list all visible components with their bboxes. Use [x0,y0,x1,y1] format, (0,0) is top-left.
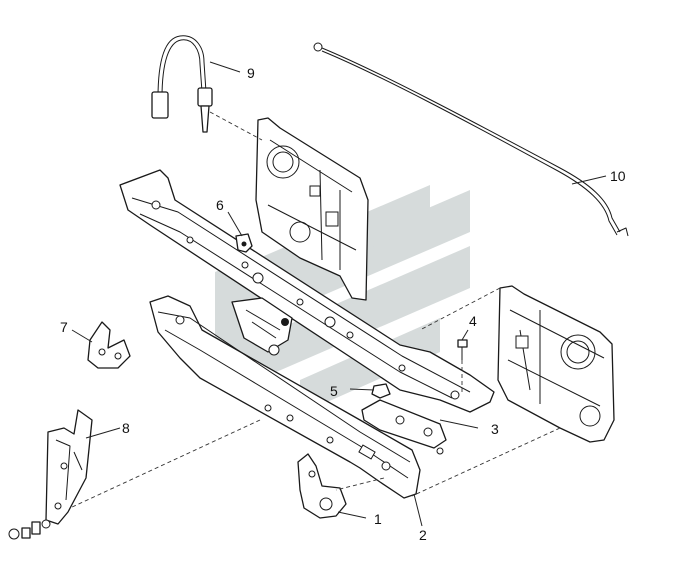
part-1-bracket [297,453,347,519]
callout-6: 6 [216,197,224,213]
bolt-hardware [8,519,51,540]
upper-crossmember [119,169,495,413]
part-7-bracket [87,321,131,369]
callout-labels: 1 2 3 4 5 6 7 8 9 10 [60,65,626,543]
callout-10: 10 [610,168,626,184]
part-3-bracket [361,399,447,455]
part-9-sensor [151,35,213,133]
part-8-support [45,409,93,525]
callout-9: 9 [247,65,255,81]
callout-7: 7 [60,319,68,335]
part-10-rod [313,42,629,237]
center-latch-assembly [231,297,293,356]
callout-2: 2 [419,527,427,543]
callout-5: 5 [330,383,338,399]
part-2-lower-crossmember [149,295,421,499]
leader-lines [71,61,607,527]
upper-left-panel [255,117,369,301]
callout-1: 1 [374,511,382,527]
part-5-nut [371,383,391,399]
part-6-clip [235,233,253,253]
alignment-lines [69,111,561,509]
right-panel [497,285,615,443]
callout-4: 4 [469,313,477,329]
callout-8: 8 [122,420,130,436]
callout-3: 3 [491,421,499,437]
part-4-bolt [457,339,468,360]
